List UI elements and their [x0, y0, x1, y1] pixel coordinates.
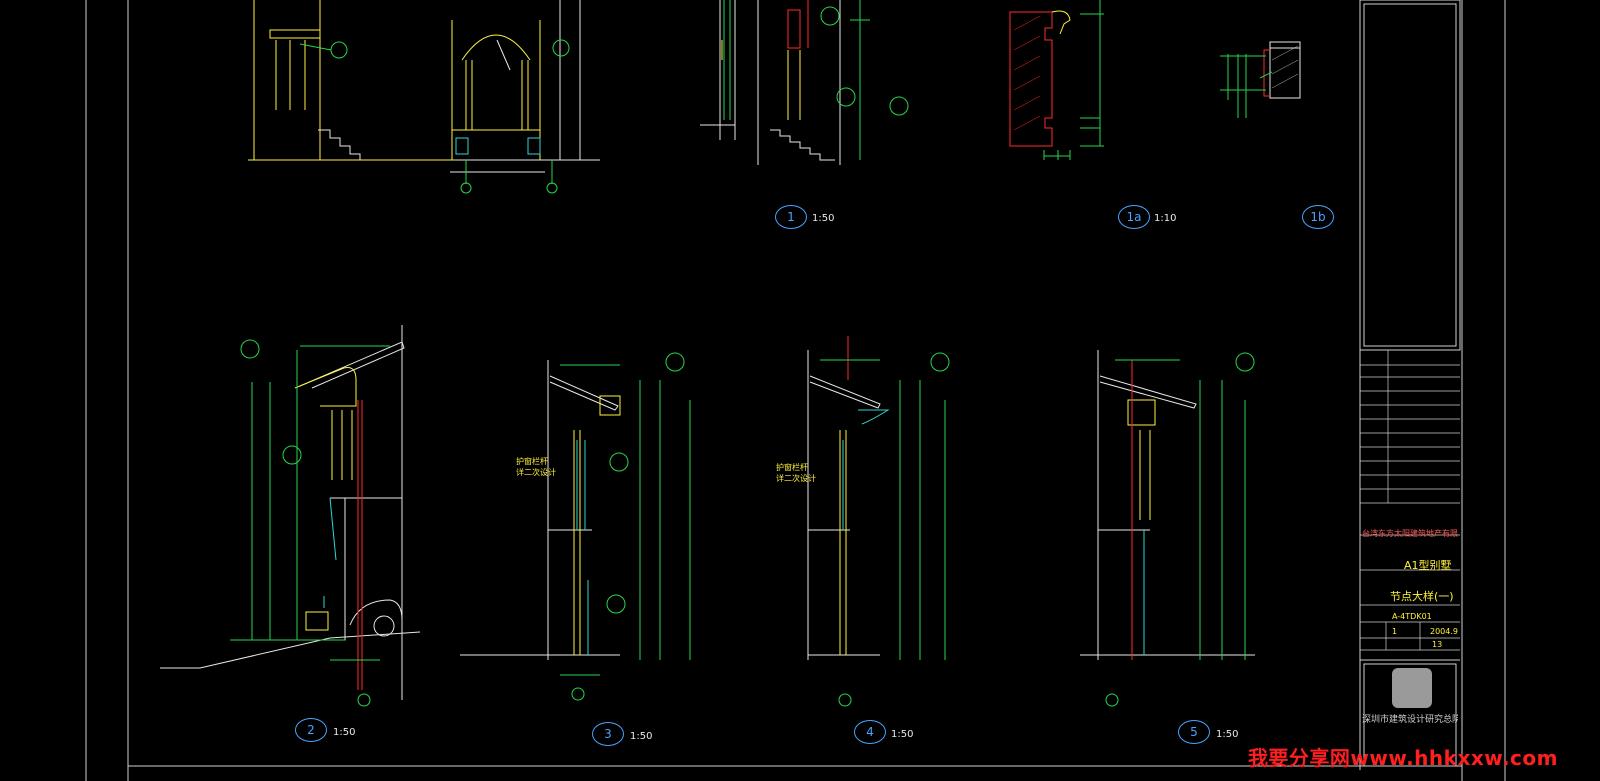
title-block-institute: 深圳市建筑设计研究总院 — [1362, 715, 1458, 725]
detail-scale-3: 1:50 — [630, 731, 653, 742]
detail-1-elevation — [248, 0, 600, 194]
detail-marker-5[interactable]: 5 — [1178, 720, 1210, 744]
detail-4 — [807, 336, 950, 707]
detail-marker-1b[interactable]: 1b — [1302, 205, 1334, 229]
detail-scale-1a: 1:10 — [1154, 213, 1177, 224]
watermark-text: 我要分享网www.hhkxxw.com — [1247, 746, 1558, 770]
detail-scale-4: 1:50 — [891, 729, 914, 740]
detail-scale-5: 1:50 — [1216, 729, 1239, 740]
title-block-client: 台湾东方太阳建筑地产有限公司 — [1362, 529, 1458, 538]
detail-marker-1a[interactable]: 1a — [1118, 205, 1150, 229]
title-block-drawing-title: 节点大样(一) — [1390, 590, 1454, 603]
title-block-date: 2004.9 — [1430, 627, 1458, 636]
sheet-frame — [85, 0, 1506, 781]
annotation-secondary-design-4: 详二次设计 — [776, 474, 816, 483]
institute-logo — [1392, 668, 1432, 708]
title-block-scale: 1 — [1392, 627, 1398, 636]
annotation-guard-rail-3: 护窗栏杆 — [516, 457, 548, 466]
detail-marker-1[interactable]: 1 — [775, 205, 807, 229]
title-block-project-name: A1型别墅 — [1404, 559, 1452, 572]
detail-marker-4[interactable]: 4 — [854, 720, 886, 744]
detail-marker-3[interactable]: 3 — [592, 722, 624, 746]
title-block-grid — [1360, 350, 1460, 651]
detail-1a — [1009, 0, 1104, 160]
detail-5 — [1080, 350, 1255, 707]
detail-marker-2[interactable]: 2 — [295, 718, 327, 742]
annotation-guard-rail-4: 护窗栏杆 — [776, 463, 808, 472]
detail-2 — [160, 325, 421, 707]
detail-1b — [1220, 41, 1301, 118]
detail-scale-1: 1:50 — [812, 213, 835, 224]
detail-scale-2: 1:50 — [333, 727, 356, 738]
detail-1-section — [700, 0, 909, 165]
title-block-drawing-no: A-4TDK01 — [1392, 612, 1432, 621]
annotation-secondary-design-3: 详二次设计 — [516, 468, 556, 477]
detail-3 — [460, 352, 691, 701]
title-block-sheet-no: 13 — [1432, 640, 1443, 649]
